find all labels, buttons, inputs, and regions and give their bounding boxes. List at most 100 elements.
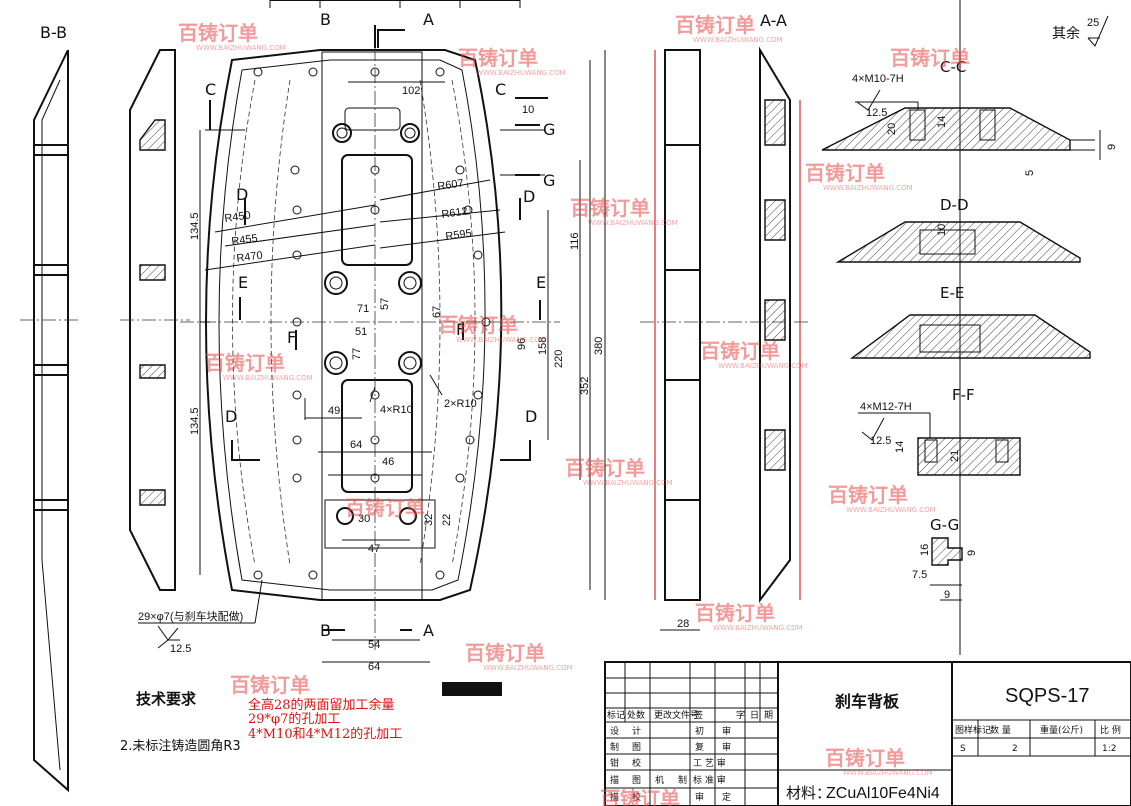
marker-d-2: D (523, 187, 535, 206)
meta-h-1: 数 量 (990, 724, 1011, 736)
watermark-url: WWW.BAIZHUWANG.COM (846, 506, 936, 514)
view-label-bb: B-B (40, 23, 67, 42)
dim-r595: R595 (445, 227, 473, 243)
watermark-url: WWW.BAIZHUWANG.COM (476, 69, 566, 77)
dim-77: 77 (351, 348, 363, 360)
dim-47: 47 (368, 543, 380, 555)
ff-dim-21: 21 (949, 450, 961, 462)
tb-l-3: 图 (632, 742, 641, 753)
cc-dim-9: 9 (1106, 144, 1118, 150)
tb-l-8: 描 (610, 791, 619, 803)
watermark-url: WWW.BAIZHUWANG.COM (223, 374, 313, 382)
watermark-brand: 百铸订单 (600, 787, 680, 806)
tb-h-mark: 标记 (607, 709, 625, 721)
watermark-url: WWW.BAIZHUWANG.COM (483, 664, 573, 672)
ff-dim-14: 14 (894, 441, 906, 453)
watermark-url: WWW.BAIZHUWANG.COM (456, 336, 546, 344)
cc-dim-5: 5 (1024, 170, 1036, 176)
tb-r-2: 复 (695, 741, 704, 753)
dim-67: 67 (431, 306, 443, 318)
marker-a-top: A (423, 10, 434, 29)
dim-1345-bottom: 134.5 (189, 407, 201, 435)
holes-note: 29×φ7(与刹车块配做) (138, 609, 243, 623)
marker-c-right: C (495, 80, 506, 99)
meta-v-0: S (960, 744, 966, 754)
dim-380: 380 (593, 337, 605, 355)
tech-note-2: 2.未标注铸造圆角R3 (120, 738, 241, 754)
dim-102: 102 (402, 85, 420, 97)
marker-d-3: D (225, 407, 237, 426)
meta-v-1: 2 (1012, 744, 1018, 754)
ff-roughness-symbol (861, 417, 885, 441)
tb-h-day: 日 (750, 710, 759, 721)
dim-220: 220 (553, 350, 565, 368)
watermark-url: WWW.BAIZHUWANG.COM (718, 362, 808, 370)
watermark-brand: 百铸订单 (805, 161, 885, 185)
tb-r-3: 审 (722, 741, 731, 753)
tb-r-7: 标 准 审 (693, 774, 726, 786)
ff-section-view (858, 412, 1021, 476)
cc-dim-14: 14 (936, 116, 948, 128)
marker-g-1: G (543, 120, 555, 139)
marker-f-1: F (287, 328, 296, 347)
marker-f-2: F (456, 320, 465, 339)
gg-dim-16: 16 (919, 544, 931, 556)
cc-roughness-value: 12.5 (866, 107, 887, 119)
ff-roughness-value: 12.5 (870, 435, 891, 447)
dim-2xr10: 2×R10 (444, 398, 477, 410)
bb-section-view (20, 49, 80, 793)
tb-h-period: 期 (764, 710, 773, 721)
watermark-url: WWW.BAIZHUWANG.COM (693, 36, 783, 44)
red-note-2: 29*φ7的孔加工 (248, 711, 340, 727)
dim-49: 49 (328, 405, 340, 417)
marker-d-4: D (525, 407, 537, 426)
watermark-brand: 百铸订单 (700, 339, 780, 363)
meta-v-3: 1:2 (1102, 744, 1116, 754)
watermark-url: WWW.BAIZHUWANG.COM (196, 44, 286, 52)
cc-thread-note: 4×M10-7H (852, 73, 904, 85)
tb-l-0: 设 (610, 726, 619, 737)
tb-r-9: 定 (722, 791, 731, 803)
dim-1345-top: 134.5 (189, 212, 201, 240)
ee-section-view (849, 314, 1091, 359)
dim-r470: R470 (236, 249, 264, 265)
marker-b-top: B (320, 10, 331, 29)
marker-e-1: E (238, 273, 248, 292)
gg-dim-75: 7.5 (912, 569, 927, 581)
tb-l-6: 描 (610, 774, 619, 786)
dim-10: 10 (522, 104, 534, 116)
material-value: ZCuAl10Fe4Ni4 (826, 785, 940, 802)
tech-title: 技术要求 (136, 690, 197, 708)
dim-r612: R612 (441, 205, 469, 221)
dd-dim-10: 10 (936, 224, 948, 236)
material-label: 材料： (786, 784, 831, 802)
tb-l-9: 校 (632, 791, 641, 803)
stamp-block (442, 682, 502, 696)
tb-l-7: 图 (632, 775, 641, 786)
watermark-brand: 百铸订单 (825, 746, 905, 770)
dim-46: 46 (382, 456, 394, 468)
dim-28: 28 (677, 618, 689, 630)
dim-158: 158 (537, 337, 549, 355)
watermark-url: WWW.BAIZHUWANG.COM (823, 184, 913, 192)
view-label-aa: A-A (760, 11, 787, 30)
watermark-brand: 百铸订单 (230, 673, 310, 697)
marker-d-1: D (236, 185, 248, 204)
dim-54: 54 (368, 639, 380, 651)
tb-h-sign: 签 (694, 709, 703, 721)
cc-dim-20: 20 (886, 123, 898, 135)
tb-l-1: 计 (632, 725, 641, 737)
watermark-brand: 百铸订单 (828, 483, 908, 507)
watermark-brand: 百铸订单 (890, 46, 970, 70)
roughness-main-value: 12.5 (170, 643, 191, 655)
roughness-note-value: 25 (1087, 17, 1099, 29)
meta-h-0: 图样标记 (955, 724, 991, 736)
roughness-note-prefix: 其余 (1052, 25, 1080, 42)
cc-roughness-symbol (856, 89, 881, 111)
watermark-url: WWW.BAIZHUWANG.COM (588, 219, 678, 227)
watermark-brand: 百铸订单 (345, 496, 425, 520)
main-plan-view (180, 25, 606, 663)
watermark-brand: 百铸订单 (695, 601, 775, 625)
dim-r455: R455 (231, 232, 259, 248)
